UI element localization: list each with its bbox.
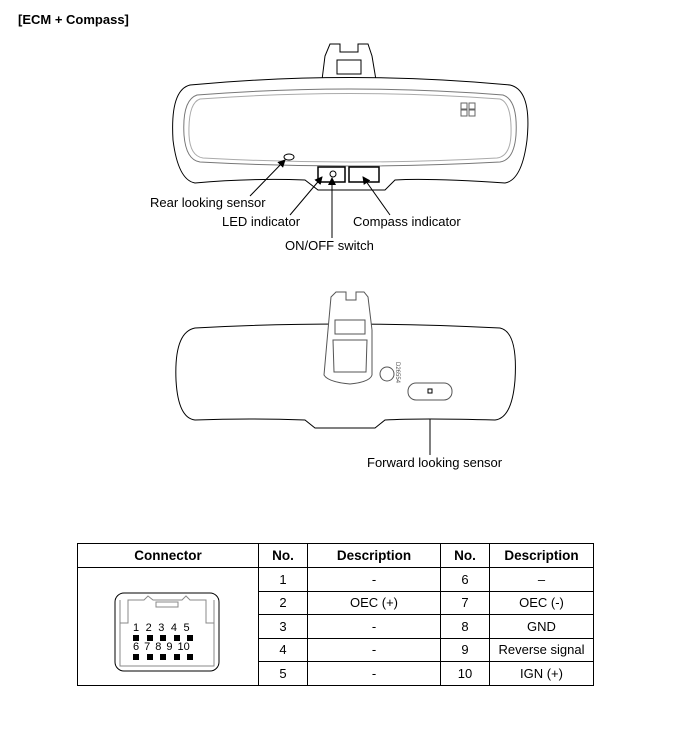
table-row: 4 - 9 Reverse signal — [78, 637, 594, 662]
pin-description: GND — [489, 614, 594, 639]
front-mirror — [172, 43, 529, 191]
pin-number: 2 — [258, 590, 308, 615]
connector-icon — [114, 592, 220, 672]
pin-description: Reverse signal — [489, 637, 594, 662]
callout-arrows — [249, 159, 434, 455]
pin-number: 3 — [258, 614, 308, 639]
pin-label: 2 — [145, 622, 159, 635]
pin-number: 1 — [258, 567, 308, 592]
pin-label: 6 — [133, 641, 145, 654]
pin-number: 7 — [440, 590, 490, 615]
connector-diagram-cell: 12345 678910 — [77, 567, 259, 686]
pin-label: 8 — [155, 641, 167, 654]
pin-description: OEC (-) — [489, 590, 594, 615]
label-forward-looking-sensor: Forward looking sensor — [367, 455, 503, 470]
pin-description: - — [307, 567, 441, 592]
pin-row-top — [133, 635, 193, 642]
rear-mirror: D26554 — [175, 291, 516, 429]
pin-description: - — [307, 614, 441, 639]
pin-number: 8 — [440, 614, 490, 639]
pin-label: 1 — [133, 622, 146, 635]
header-connector: Connector — [77, 543, 259, 568]
connector-table: Connector No. Description No. Descriptio… — [77, 543, 594, 686]
table-row: 2 OEC (+) 7 OEC (-) — [78, 590, 594, 615]
pin-number: 5 — [258, 661, 308, 686]
header-description: Description — [307, 543, 441, 568]
pin-number: 6 — [440, 567, 490, 592]
table-row: 3 - 8 GND — [78, 614, 594, 639]
pin-label: 4 — [170, 622, 184, 635]
pin-label: 10 — [177, 641, 190, 654]
mirror-diagrams: D26554 — [172, 43, 529, 455]
pin-label: 3 — [158, 622, 171, 635]
pin-description: OEC (+) — [307, 590, 441, 615]
pin-label: 9 — [166, 641, 178, 654]
header-no: No. — [440, 543, 490, 568]
pin-row-bottom — [133, 654, 193, 661]
pin-description: - — [307, 661, 441, 686]
label-compass-indicator: Compass indicator — [353, 214, 461, 229]
table-header: Connector No. Description No. Descriptio… — [77, 543, 594, 568]
table-row: 5 - 10 IGN (+) — [78, 661, 594, 686]
label-led-indicator: LED indicator — [222, 214, 301, 229]
svg-text:D26554: D26554 — [394, 362, 400, 384]
label-rear-looking-sensor: Rear looking sensor — [150, 195, 266, 210]
pin-description: – — [489, 567, 594, 592]
table-row: 12345 678910 1 - 6 – — [77, 567, 594, 686]
pin-number: 4 — [258, 637, 308, 662]
pin-description: IGN (+) — [489, 661, 594, 686]
pin-number: 9 — [440, 637, 490, 662]
pin-description: - — [307, 637, 441, 662]
section-title: [ECM + Compass] — [18, 12, 129, 27]
pin-label: 5 — [183, 622, 197, 635]
header-description: Description — [489, 543, 594, 568]
label-on-off-switch: ON/OFF switch — [285, 238, 374, 253]
pin-label: 7 — [144, 641, 156, 654]
pin-number: 10 — [440, 661, 490, 686]
header-no: No. — [258, 543, 308, 568]
